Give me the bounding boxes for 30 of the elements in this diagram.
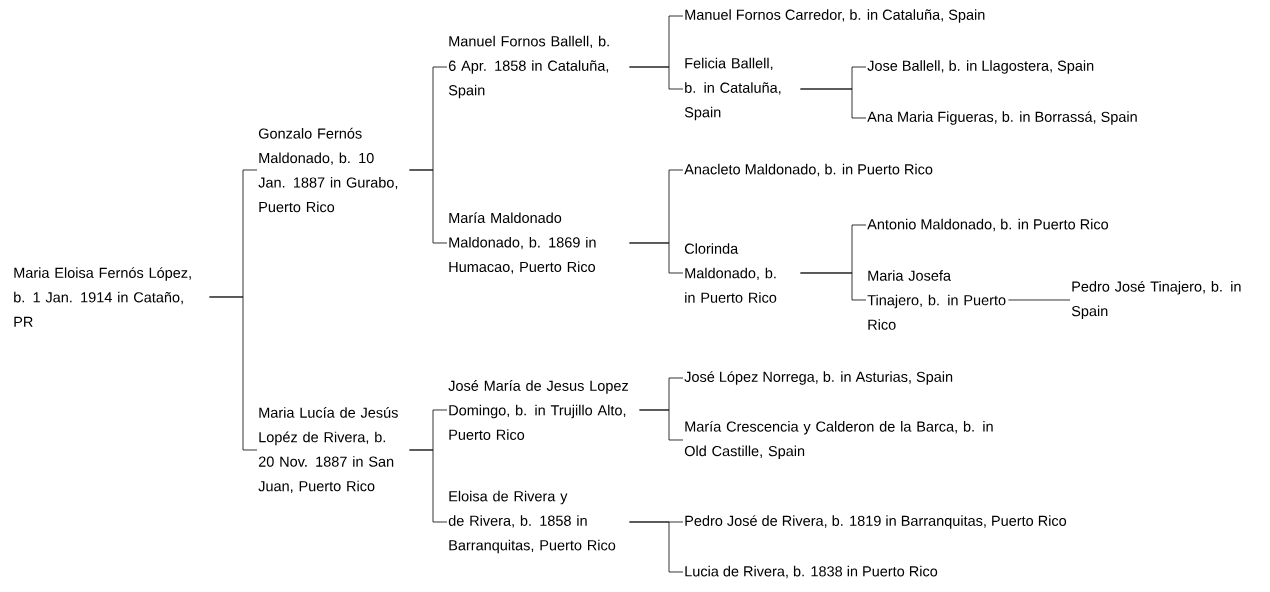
person-entry: José López Norrega, b. in Asturias, Spain (684, 371, 953, 385)
person-entry: Lucia de Rivera, b. 1838 in Puerto Rico (685, 565, 938, 579)
person-entry: Antonio Maldonado, b. in Puerto Rico (867, 218, 1109, 232)
person-entry: Manuel Fornos Carredor, b. in Cataluña, Spain (685, 9, 985, 23)
connector-line (409, 449, 448, 523)
person-entry: María Crescencia y Calderon de la Barca, b. in Old Castille, Spain (684, 420, 993, 460)
person-entry: Eloisa de Rivera y de Rivera, b. 1858 in Barranquitas, Puerto Rico (448, 490, 616, 554)
person-entry: Manuel Fornos Ballell, b. 6 Apr. 1858 in Cataluña, Spain (448, 35, 609, 99)
connector-line (409, 169, 448, 244)
person-entry: Gonzalo Fernós Maldonado, b. 10 Jan. 1887 in Gurabo, Puerto Rico (258, 127, 398, 213)
person-entry: Anacleto Maldonado, b. in Puerto Rico (684, 163, 933, 177)
connector-line (629, 66, 684, 90)
person-entry: Jose Ballell, b. in Llagostera, Spain (867, 60, 1094, 74)
person-entry: Maria Eloisa Fernós López, b. 1 Jan. 1914 in Cataño, PR (14, 267, 191, 327)
person-entry: María Maldonado Maldonado, b. 1869 in Humacao, Puerto Rico (449, 212, 596, 274)
person-entry: Maria Lucía de Jesús Lopéz de Rivera, b. 20 Nov. 1887 in San Juan, Puerto Rico (258, 407, 398, 493)
connector-line (1008, 299, 1071, 301)
connector-line (800, 88, 867, 119)
connector-line (629, 242, 684, 274)
connector-line (639, 409, 684, 441)
connector-line (629, 521, 684, 573)
person-entry: José María de Jesus Lopez Domingo, b. in Trujillo Alto, Puerto Rico (448, 380, 628, 440)
person-entry: Maria Josefa Tinajero, b. in Puerto Rico (867, 270, 1006, 330)
person-entry: Pedro José de Rivera, b. 1819 in Barranquitas, Puerto Rico (685, 515, 1067, 529)
person-entry: Felicia Ballell, b. in Cataluña, Spain (684, 57, 781, 121)
person-entry: Ana Maria Figueras, b. in Borrassá, Spain (867, 111, 1137, 125)
connector-line (800, 272, 867, 301)
person-entry: Clorinda Maldonado, b. in Puerto Rico (684, 243, 777, 303)
person-entry: Pedro José Tinajero, b. in Spain (1071, 280, 1241, 320)
connector-line (209, 296, 258, 451)
